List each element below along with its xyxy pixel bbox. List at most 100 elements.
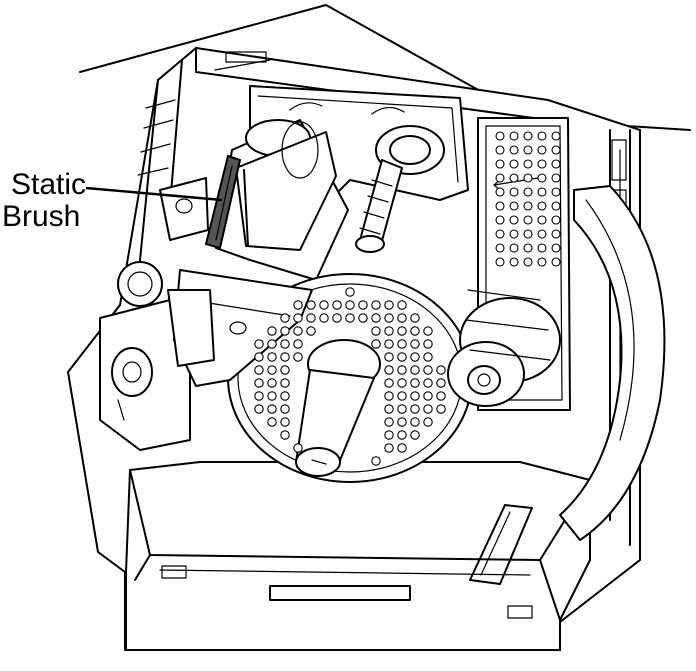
ribbon-takeup-spindle <box>355 125 445 253</box>
perforation-hole <box>306 326 316 336</box>
perforation-hole <box>280 378 290 388</box>
perforation-hole <box>397 365 407 375</box>
perforation-hole <box>509 145 519 155</box>
perforation-hole <box>436 365 446 375</box>
perforation-hole <box>267 404 277 414</box>
perforation-hole <box>523 131 533 141</box>
perforation-hole <box>384 430 394 440</box>
printhead-assembly <box>111 177 313 421</box>
perforation-hole <box>537 257 547 267</box>
perforation-hole <box>319 300 329 310</box>
perforation-hole <box>423 326 433 336</box>
perforation-hole <box>523 187 533 197</box>
perforation-hole <box>280 313 290 323</box>
perforation-hole <box>423 378 433 388</box>
perforation-hole <box>397 430 407 440</box>
perforation-hole <box>495 131 505 141</box>
perforation-hole <box>551 145 561 155</box>
perforation-hole <box>436 378 446 388</box>
perforation-hole <box>254 365 264 375</box>
perforation-hole <box>495 145 505 155</box>
perforation-hole <box>397 417 407 427</box>
perforation-hole <box>267 417 277 427</box>
perforation-hole <box>384 378 394 388</box>
perforation-hole <box>280 352 290 362</box>
perforation-hole <box>397 352 407 362</box>
perforation-hole <box>509 159 519 169</box>
perforation-hole <box>410 404 420 414</box>
perforation-hole <box>537 229 547 239</box>
perforation-hole <box>410 378 420 388</box>
perforation-hole <box>551 215 561 225</box>
perforation-hole <box>254 404 264 414</box>
perforation-hole <box>384 365 394 375</box>
perforation-hole <box>551 229 561 239</box>
perforation-hole <box>371 300 381 310</box>
perforation-hole <box>495 201 505 211</box>
perforation-hole <box>397 391 407 401</box>
perforation-hole <box>319 313 329 323</box>
perforation-hole <box>267 326 277 336</box>
perforation-hole <box>410 326 420 336</box>
perforation-holes <box>254 131 561 466</box>
perforation-hole <box>384 352 394 362</box>
perforation-hole <box>495 173 505 183</box>
perforation-hole <box>495 215 505 225</box>
static-brush-leader <box>85 186 223 202</box>
perforation-hole <box>384 391 394 401</box>
perforation-hole <box>384 417 394 427</box>
perforation-hole <box>551 257 561 267</box>
perforation-hole <box>410 417 420 427</box>
perforation-hole <box>410 365 420 375</box>
perforation-hole <box>495 257 505 267</box>
perforation-hole <box>523 243 533 253</box>
perforation-hole <box>410 352 420 362</box>
perforation-hole <box>267 378 277 388</box>
perforation-hole <box>436 391 446 401</box>
perforation-hole <box>254 391 264 401</box>
perforation-hole <box>410 430 420 440</box>
perforation-hole <box>537 187 547 197</box>
perforation-hole <box>509 201 519 211</box>
perforation-hole <box>371 456 381 466</box>
perforation-hole <box>397 300 407 310</box>
perforation-hole <box>537 243 547 253</box>
perforation-hole <box>384 404 394 414</box>
perforation-hole <box>537 215 547 225</box>
perforation-hole <box>371 339 381 349</box>
perforation-hole <box>523 215 533 225</box>
perforation-hole <box>267 365 277 375</box>
perforation-hole <box>410 339 420 349</box>
perforation-hole <box>495 159 505 169</box>
perforation-hole <box>509 243 519 253</box>
perforation-hole <box>345 313 355 323</box>
perforation-hole <box>423 391 433 401</box>
perforation-hole <box>306 300 316 310</box>
perforation-hole <box>280 339 290 349</box>
perforation-hole <box>397 404 407 414</box>
perforation-hole <box>397 313 407 323</box>
perforation-hole <box>495 243 505 253</box>
perforation-hole <box>495 187 505 197</box>
perforation-hole <box>523 145 533 155</box>
perforation-hole <box>280 391 290 401</box>
static-brush-label-line2: Brush <box>2 200 81 233</box>
perforation-hole <box>293 352 303 362</box>
perforation-hole <box>537 131 547 141</box>
perforation-hole <box>293 313 303 323</box>
perforation-hole <box>551 243 561 253</box>
perforation-hole <box>423 404 433 414</box>
perforation-hole <box>509 215 519 225</box>
perforation-hole <box>384 443 394 453</box>
perforation-hole <box>551 131 561 141</box>
perforation-hole <box>280 326 290 336</box>
perforation-hole <box>293 300 303 310</box>
perforation-hole <box>280 404 290 414</box>
perforation-hole <box>280 417 290 427</box>
media-supply-spindle <box>295 339 381 477</box>
perforation-hole <box>293 443 303 453</box>
perforation-hole <box>551 159 561 169</box>
perforation-hole <box>509 229 519 239</box>
perforation-hole <box>397 339 407 349</box>
